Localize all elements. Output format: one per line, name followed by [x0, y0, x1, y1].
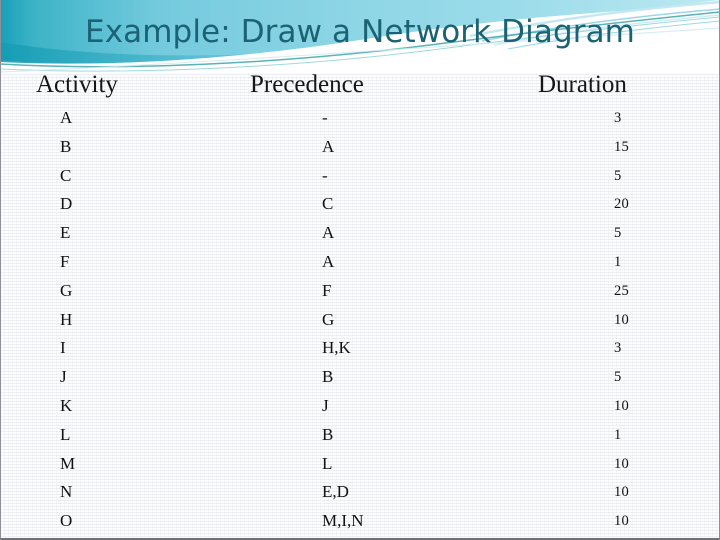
cell-duration: 1: [614, 253, 622, 270]
cell-activity: K: [60, 395, 73, 415]
cell-activity: N: [60, 482, 73, 502]
cell-activity: B: [60, 136, 72, 156]
cell-duration: 10: [614, 484, 629, 501]
cell-duration: 5: [614, 369, 622, 386]
cell-precedence: F: [322, 280, 332, 300]
table-row: G F 25: [0, 279, 720, 308]
cell-precedence: A: [322, 136, 335, 156]
table-row: I H,K 3: [0, 336, 720, 365]
cell-duration: 10: [614, 455, 629, 472]
column-header-duration: Duration: [538, 71, 627, 98]
cell-precedence: -: [322, 108, 328, 127]
cell-activity: C: [60, 165, 72, 185]
cell-precedence: G: [322, 309, 335, 329]
cell-activity: O: [60, 511, 73, 531]
cell-activity: A: [60, 108, 73, 127]
cell-duration: 10: [614, 397, 629, 414]
cell-duration: 20: [614, 196, 629, 213]
cell-duration: 5: [614, 225, 622, 242]
cell-precedence: C: [322, 194, 334, 214]
cell-activity: G: [60, 280, 73, 300]
cell-duration: 10: [614, 513, 629, 530]
table-row: A - 3: [0, 106, 720, 135]
table-row: K J 10: [0, 394, 720, 423]
cell-activity: M: [60, 453, 76, 473]
table-row: B A 15: [0, 135, 720, 164]
column-header-precedence: Precedence: [250, 71, 364, 98]
table-row: M L 10: [0, 452, 720, 481]
cell-precedence: A: [322, 223, 335, 243]
cell-activity: L: [60, 424, 71, 444]
cell-duration: 10: [614, 311, 629, 328]
cell-precedence: H,K: [322, 338, 351, 358]
cell-precedence: L: [322, 453, 333, 473]
table-row: H G 10: [0, 308, 720, 337]
cell-precedence: M,I,N: [322, 511, 364, 531]
cell-precedence: A: [322, 251, 335, 271]
cell-precedence: -: [322, 165, 328, 185]
cell-activity: F: [60, 251, 70, 271]
cell-activity: D: [60, 194, 73, 214]
cell-precedence: J: [322, 395, 329, 415]
table-row: O M,I,N 10: [0, 509, 720, 538]
cell-duration: 5: [614, 167, 622, 184]
cell-duration: 25: [614, 282, 629, 299]
table-row: J B 5: [0, 365, 720, 394]
cell-activity: J: [60, 367, 67, 387]
table-header-row: Activity Precedence Duration: [0, 70, 720, 106]
cell-activity: E: [60, 223, 71, 243]
cell-activity: H: [60, 309, 73, 329]
table-row: E A 5: [0, 221, 720, 250]
table-row: C - 5: [0, 164, 720, 193]
table-row: F A 1: [0, 250, 720, 279]
table-row: L B 1: [0, 423, 720, 452]
column-header-activity: Activity: [36, 71, 118, 98]
table-row: D C 20: [0, 192, 720, 221]
cell-duration: 15: [614, 138, 629, 155]
cell-duration: 1: [614, 426, 622, 443]
cell-precedence: B: [322, 367, 334, 387]
cell-precedence: E,D: [322, 482, 349, 502]
cell-duration: 3: [614, 340, 622, 357]
cell-duration: 3: [614, 110, 622, 126]
cell-activity: I: [60, 338, 66, 358]
cell-precedence: B: [322, 424, 334, 444]
page-title: Example: Draw a Network Diagram: [85, 14, 635, 50]
table-row: N E,D 10: [0, 480, 720, 509]
